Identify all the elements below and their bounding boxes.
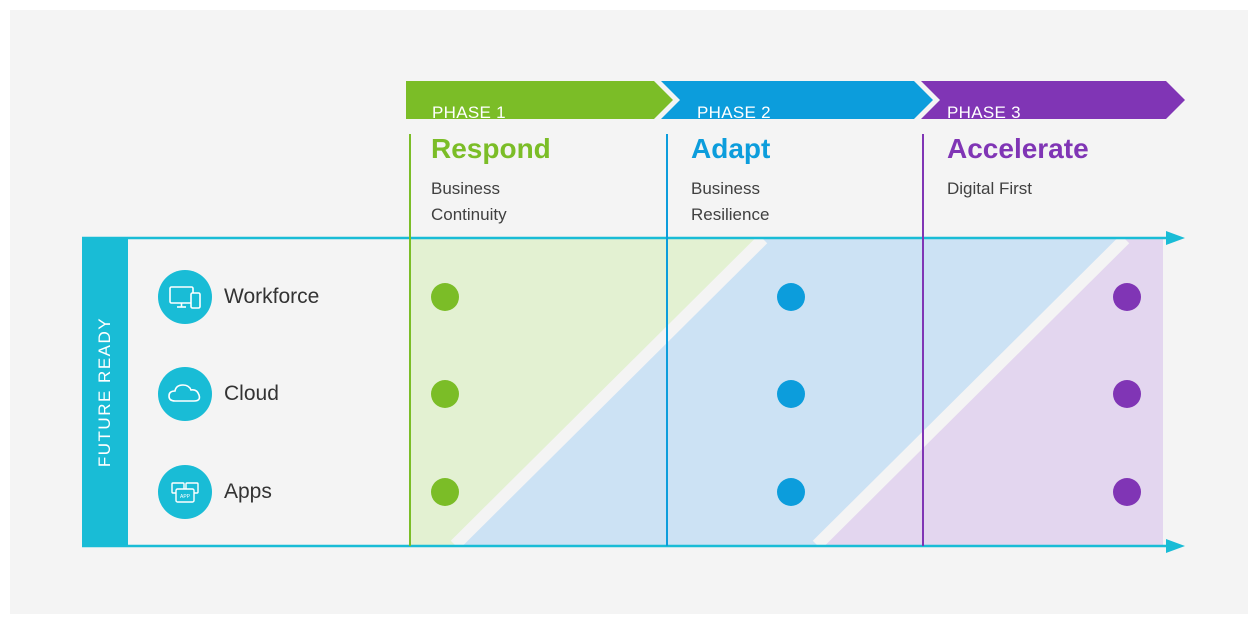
- top-axis-arrowhead: [1166, 231, 1185, 245]
- phase2-subtitle: Business Resilience: [691, 176, 769, 228]
- dot-apps-phase1: [431, 478, 459, 506]
- row-label-apps: Apps: [224, 480, 272, 503]
- dot-cloud-phase2: [777, 380, 805, 408]
- phase2-divider-stripe: [812, 239, 1130, 545]
- phase3-subtitle-line1: Digital First: [947, 179, 1033, 198]
- side-label-text: FUTURE READY: [95, 316, 114, 468]
- phase2-banner: [661, 81, 933, 119]
- row-label-workforce: Workforce: [224, 285, 320, 308]
- side-label: FUTURE READY: [82, 238, 128, 546]
- dot-workforce-phase2: [777, 283, 805, 311]
- phase3-fill: [817, 239, 1163, 545]
- phase3-subtitle: Digital First: [947, 176, 1032, 202]
- apps-icon: APP: [158, 465, 212, 519]
- phase2-label: PHASE 2: [697, 103, 771, 122]
- phase1-label: PHASE 1: [432, 103, 506, 122]
- phase1-subtitle-line1: Business: [431, 179, 500, 198]
- phase2-title: Adapt: [691, 133, 771, 164]
- phase3-label: PHASE 3: [947, 103, 1021, 122]
- dot-workforce-phase1: [431, 283, 459, 311]
- dot-workforce-phase3: [1113, 283, 1141, 311]
- dot-cloud-phase3: [1113, 380, 1141, 408]
- bottom-axis-arrowhead: [1166, 539, 1185, 553]
- phase2-subtitle-line1: Business: [691, 179, 760, 198]
- row-label-cloud: Cloud: [224, 382, 279, 405]
- phase1-fill: [410, 239, 763, 545]
- apps-icon-text: APP: [180, 494, 191, 500]
- dot-apps-phase3: [1113, 478, 1141, 506]
- phase2-subtitle-line2: Resilience: [691, 205, 770, 224]
- phase3-banner: [921, 81, 1185, 119]
- phase1-title: Respond: [431, 133, 551, 164]
- cloud-icon: [158, 367, 212, 421]
- future-ready-bar: [82, 238, 128, 547]
- phase3-title: Accelerate: [947, 133, 1089, 164]
- dot-cloud-phase1: [431, 380, 459, 408]
- dot-apps-phase2: [777, 478, 805, 506]
- phase1-subtitle-line2: Continuity: [431, 205, 507, 224]
- phase1-subtitle: Business Continuity: [431, 176, 507, 228]
- workforce-devices-icon: [158, 270, 212, 324]
- phase1-banner: [406, 81, 673, 119]
- phase1-divider-stripe: [450, 239, 768, 545]
